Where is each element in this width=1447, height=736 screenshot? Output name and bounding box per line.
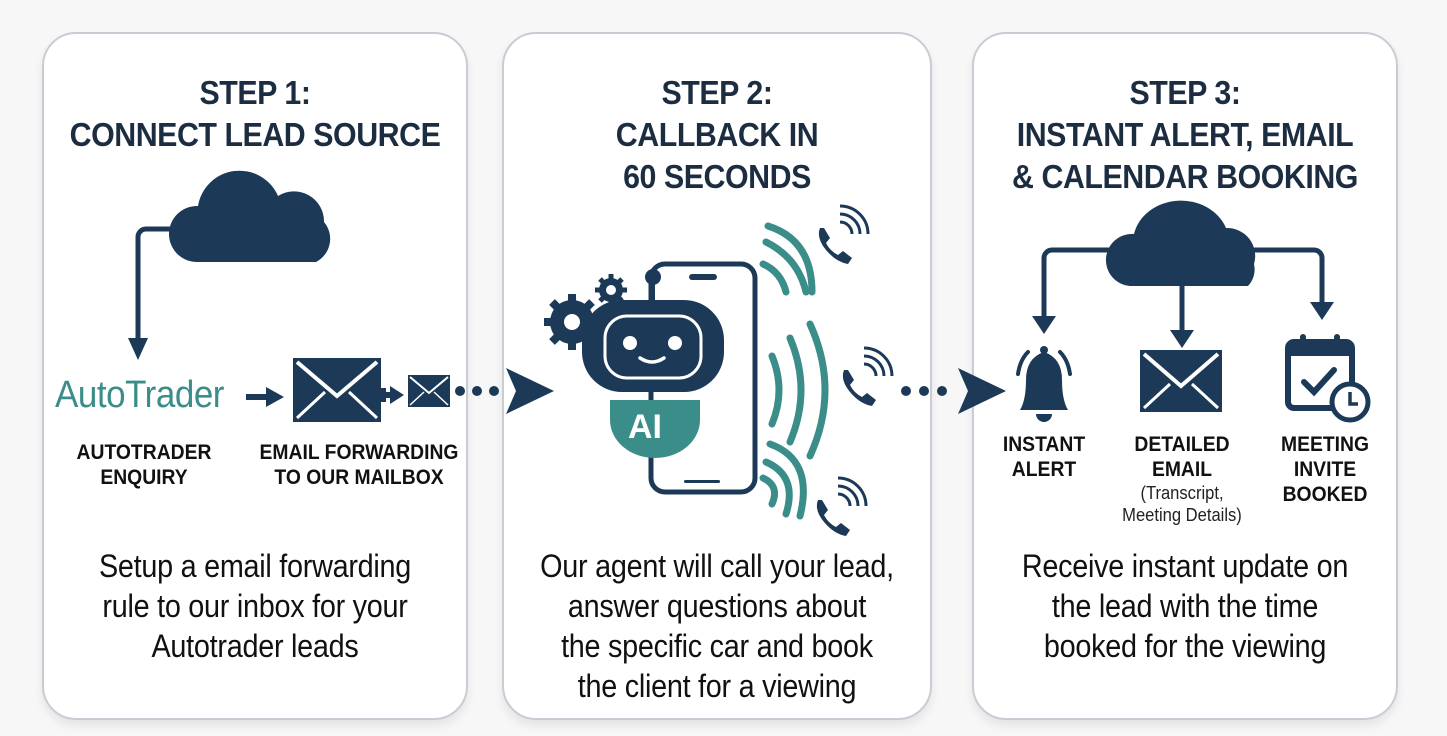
step-2-description: Our agent will call your lead, answer qu… — [525, 546, 908, 706]
label-line: MEETING — [1280, 433, 1370, 456]
step-3-heading-line: INSTANT ALERT, EMAIL — [1016, 116, 1354, 153]
arrow-right-icon — [246, 387, 284, 407]
label-line: TO OUR MAILBOX — [274, 466, 444, 489]
dotted-connector — [901, 368, 1006, 414]
clock-icon — [1329, 381, 1371, 423]
description-line: Autotrader leads — [151, 628, 359, 664]
label-line: EMAIL — [1151, 458, 1213, 481]
description-line: Our agent will call your lead, — [540, 548, 894, 584]
label-line: EMAIL FORWARDING — [259, 441, 459, 464]
label-line: INSTANT — [1002, 433, 1086, 456]
step-3-label: STEP 3: — [1129, 74, 1241, 111]
connector-line — [135, 226, 194, 340]
phone-call-icon — [818, 204, 870, 264]
step-1-title: STEP 1: CONNECT LEAD SOURCE — [61, 72, 449, 156]
gear-icon — [544, 274, 627, 350]
step-2-title: STEP 2: CALLBACK IN 60 SECONDS — [521, 72, 913, 198]
step-2-card: STEP 2: CALLBACK IN 60 SECONDS Our agent… — [502, 32, 932, 720]
meeting-invite-label: MEETING INVITE BOOKED — [1274, 432, 1375, 507]
phone-call-icon — [816, 476, 868, 536]
description-line: the client for a viewing — [577, 668, 857, 704]
forward-arrow-icon — [378, 386, 404, 404]
step-2-heading-line: 60 SECONDS — [623, 158, 811, 195]
phone-call-icon — [842, 346, 894, 406]
step-3-description: Receive instant update on the lead with … — [995, 546, 1375, 666]
autotrader-enquiry-label: AUTOTRADER ENQUIRY — [70, 440, 217, 490]
sound-wave-icon — [759, 222, 829, 520]
cloud-icon — [168, 170, 331, 262]
description-line: rule to our inbox for your — [102, 588, 408, 624]
step-1-description: Setup a email forwarding rule to our inb… — [65, 546, 445, 666]
description-line: answer questions about — [567, 588, 867, 624]
label-line: ALERT — [1011, 458, 1077, 481]
description-line: the lead with the time — [1051, 588, 1319, 624]
label-subline: Meeting Details) — [1122, 505, 1242, 525]
step-3-heading-line: & CALENDAR BOOKING — [1012, 158, 1358, 195]
robot-icon — [582, 269, 724, 392]
step-2-heading-line: CALLBACK IN — [615, 116, 819, 153]
detailed-email-label: DETAILED EMAIL (Transcript, Meeting Deta… — [1107, 432, 1258, 526]
ai-badge-label: AI — [628, 408, 662, 446]
label-line: BOOKED — [1282, 483, 1368, 506]
instant-alert-label: INSTANT ALERT — [998, 432, 1090, 482]
label-line: ENQUIRY — [100, 466, 188, 489]
arrow-down-icon — [128, 338, 148, 360]
envelope-icon — [1140, 350, 1222, 412]
label-line: INVITE — [1293, 458, 1357, 481]
description-line: Setup a email forwarding — [98, 548, 412, 584]
label-line: DETAILED — [1134, 433, 1230, 456]
label-line: AUTOTRADER — [76, 441, 212, 464]
label-subline: (Transcript, — [1140, 483, 1224, 503]
step-1-label: STEP 1: — [199, 74, 311, 111]
step-1-heading: CONNECT LEAD SOURCE — [69, 116, 441, 153]
cloud-icon — [1105, 200, 1256, 286]
step-3-title: STEP 3: INSTANT ALERT, EMAIL & CALENDAR … — [991, 72, 1379, 198]
branch-connectors — [1041, 247, 1325, 330]
description-line: booked for the viewing — [1043, 628, 1327, 664]
step-1-card: STEP 1: CONNECT LEAD SOURCE Setup a emai… — [42, 32, 468, 720]
forward-envelope-icon — [408, 375, 450, 407]
ai-badge — [610, 400, 700, 458]
arrow-down-icon — [1032, 302, 1334, 348]
envelope-icon — [293, 358, 381, 422]
email-forwarding-label: EMAIL FORWARDING TO OUR MAILBOX — [255, 440, 463, 490]
bell-icon — [1016, 346, 1072, 422]
autotrader-logo: AutoTrader — [55, 374, 224, 416]
step-2-label: STEP 2: — [661, 74, 773, 111]
calendar-check-icon — [1285, 334, 1355, 411]
dotted-connector — [455, 368, 554, 414]
description-line: Receive instant update on — [1021, 548, 1349, 584]
description-line: the specific car and book — [561, 628, 873, 664]
